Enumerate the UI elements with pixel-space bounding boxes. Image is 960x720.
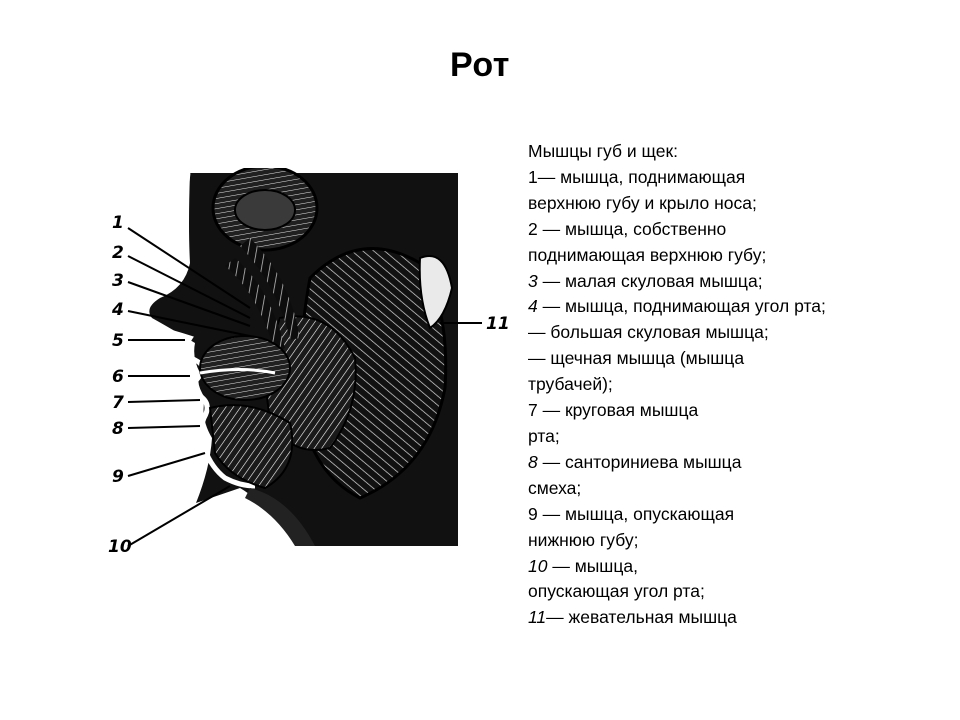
caption-line-text: — щечная мышца (мышца: [528, 348, 745, 369]
caption-line-number: 10: [528, 555, 548, 576]
caption-line: 9 — мышца, опускающая: [528, 502, 948, 528]
leader-line-9: [127, 452, 206, 477]
leader-line-3: [127, 281, 251, 327]
caption-line-text: верхнюю губу и крыло носа;: [528, 192, 757, 213]
figure-label-4: 4: [111, 300, 124, 320]
caption-line: рта;: [528, 424, 948, 450]
figure-label-9: 9: [112, 467, 124, 487]
figure-label-11: 11: [486, 314, 510, 334]
caption-line-number: 4: [528, 296, 538, 317]
caption-line-text: поднимающая верхнюю губу;: [528, 244, 767, 265]
caption-line-number: 3: [528, 270, 538, 291]
caption-line-text: смеха;: [528, 477, 582, 498]
caption-line: верхнюю губу и крыло носа;: [528, 191, 948, 217]
leader-line-10: [127, 485, 231, 547]
figure-label-6: 6: [112, 367, 124, 387]
caption-line-text: — малая скуловая мышца;: [537, 270, 763, 291]
caption-line: 8 — санториниева мышца: [528, 450, 948, 476]
caption-line: 1— мышца, поднимающая: [528, 165, 948, 191]
leader-line-7: [127, 399, 201, 403]
leader-line-4: [127, 310, 251, 337]
caption-line: поднимающая верхнюю губу;: [528, 243, 948, 269]
caption-line: — большая скуловая мышца;: [528, 320, 948, 346]
caption-line: трубачей);: [528, 372, 948, 398]
caption-line: 3 — малая скуловая мышца;: [528, 269, 948, 295]
caption-line-text: нижнюю губу;: [528, 529, 639, 550]
caption-line-text: — санториниева мышца: [537, 451, 742, 472]
leader-line-2: [127, 255, 251, 319]
zygomatic-band: [225, 258, 285, 353]
caption-line-text: — жевательная мышца: [546, 607, 737, 628]
figure-label-3: 3: [112, 271, 124, 291]
caption-line-text: — мышца, поднимающая угол рта;: [537, 296, 826, 317]
caption-line: — щечная мышца (мышца: [528, 346, 948, 372]
figure-label-8: 8: [112, 419, 124, 439]
figure-label-1: 1: [112, 213, 124, 233]
caption-line-text: 7 — круговая мышца: [528, 400, 699, 421]
caption-line-text: — мышца,: [547, 555, 638, 576]
facial-muscles-illustration: 1 2 3 4 5 6 7 8 9 10 11: [100, 168, 510, 568]
caption-line: 10 — мышца,: [528, 554, 948, 580]
caption-heading: Мышцы губ и щек:: [528, 141, 678, 161]
caption-line-text: 9 — мышца, опускающая: [528, 503, 735, 524]
caption-line-text: опускающая угол рта;: [528, 581, 705, 602]
neck-area: [245, 488, 315, 546]
caption-line: опускающая угол рта;: [528, 579, 948, 605]
caption-line: 2 — мышца, собственно: [528, 217, 948, 243]
figure-label-2: 2: [112, 243, 124, 263]
slide-title: Рот: [450, 46, 510, 84]
caption-line: 4 — мышца, поднимающая угол рта;: [528, 294, 948, 320]
caption-line: нижнюю губу;: [528, 528, 948, 554]
leader-line-8: [127, 425, 201, 429]
figure-label-5: 5: [112, 331, 124, 351]
depressor-muscles: [208, 404, 294, 490]
caption-line-number: 8: [528, 451, 538, 472]
caption-line-text: 2 — мышца, собственно: [528, 218, 727, 239]
caption-text: Мышцы губ и щек: 1— мышца, поднимающая ве…: [528, 139, 948, 631]
caption-line-text: трубачей);: [528, 374, 613, 395]
caption-line-number: 11: [528, 607, 547, 628]
caption-line-text: — большая скуловая мышца;: [528, 322, 769, 343]
caption-line-text: рта;: [528, 425, 560, 446]
figure-label-10: 10: [108, 537, 132, 557]
caption-line: смеха;: [528, 476, 948, 502]
caption-line-text: 1— мышца, поднимающая: [528, 166, 746, 187]
orbicularis-oris: [199, 335, 291, 401]
figure-label-7: 7: [112, 393, 124, 413]
caption-line: 7 — круговая мышца: [528, 398, 948, 424]
caption-line: 11— жевательная мышца: [528, 605, 948, 631]
leader-line-1: [127, 227, 251, 309]
